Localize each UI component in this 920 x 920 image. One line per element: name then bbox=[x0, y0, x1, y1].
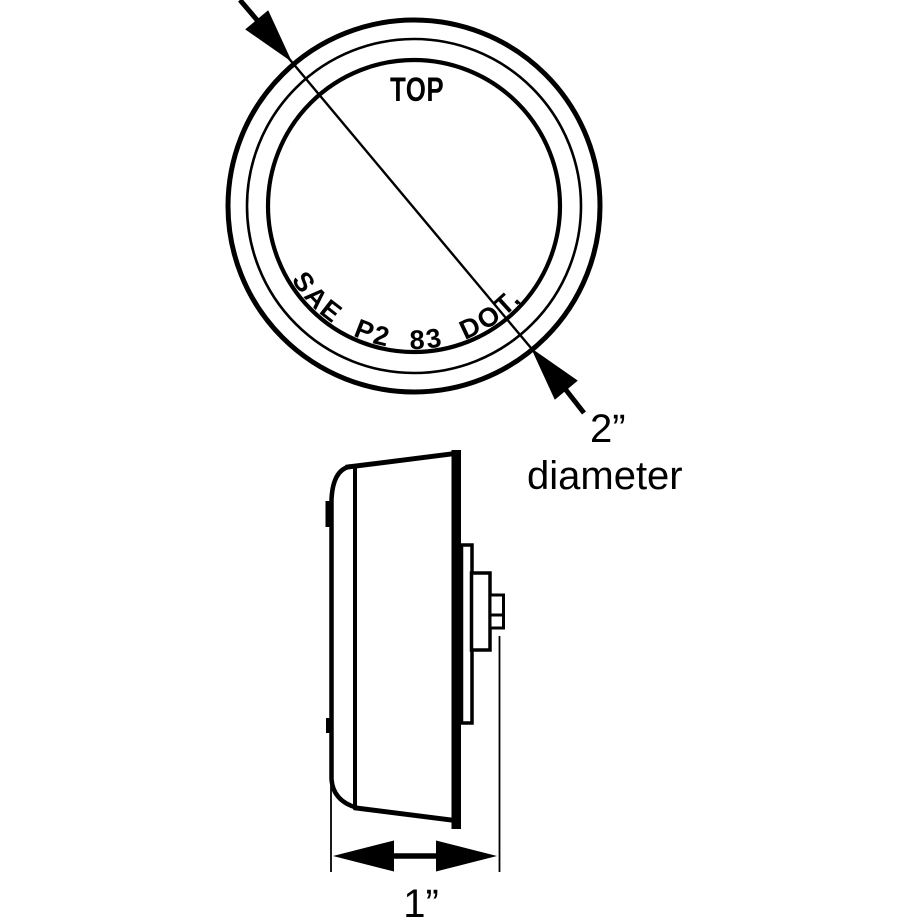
width-arrowhead-left-icon bbox=[333, 840, 394, 872]
lens-marking-arc: SAE P2 83 DOT, bbox=[286, 266, 527, 355]
diameter-arrowhead-top-icon bbox=[245, 10, 292, 62]
side-view bbox=[325, 450, 505, 829]
width-dimension: 1” bbox=[330, 636, 501, 920]
front-view: TOP SAE P2 83 DOT, bbox=[225, 0, 603, 415]
mold-mark-lower bbox=[326, 718, 333, 733]
diameter-value-label: 2” bbox=[590, 407, 626, 451]
diameter-arrowhead-bottom-icon bbox=[531, 348, 578, 400]
middle-lens-ring bbox=[245, 37, 583, 375]
mold-mark-upper bbox=[325, 501, 332, 527]
lens-front-outline bbox=[329, 464, 358, 810]
lens-top-edge bbox=[345, 450, 458, 470]
width-value-label: 1” bbox=[403, 882, 439, 920]
diameter-arrow-shaft-bottom bbox=[564, 388, 586, 415]
connector-stub bbox=[488, 593, 505, 630]
diameter-text-label: diameter bbox=[527, 454, 683, 498]
outer-lens-ring bbox=[225, 17, 603, 395]
width-arrowhead-right-icon bbox=[436, 840, 497, 872]
lens-marking-top: TOP bbox=[390, 71, 444, 109]
body-back-edge bbox=[451, 450, 461, 829]
inner-lens-ring bbox=[265, 57, 563, 355]
socket-block bbox=[469, 571, 492, 652]
lens-bottom-edge bbox=[353, 805, 458, 824]
diameter-arrow-shaft-top bbox=[238, 0, 259, 22]
